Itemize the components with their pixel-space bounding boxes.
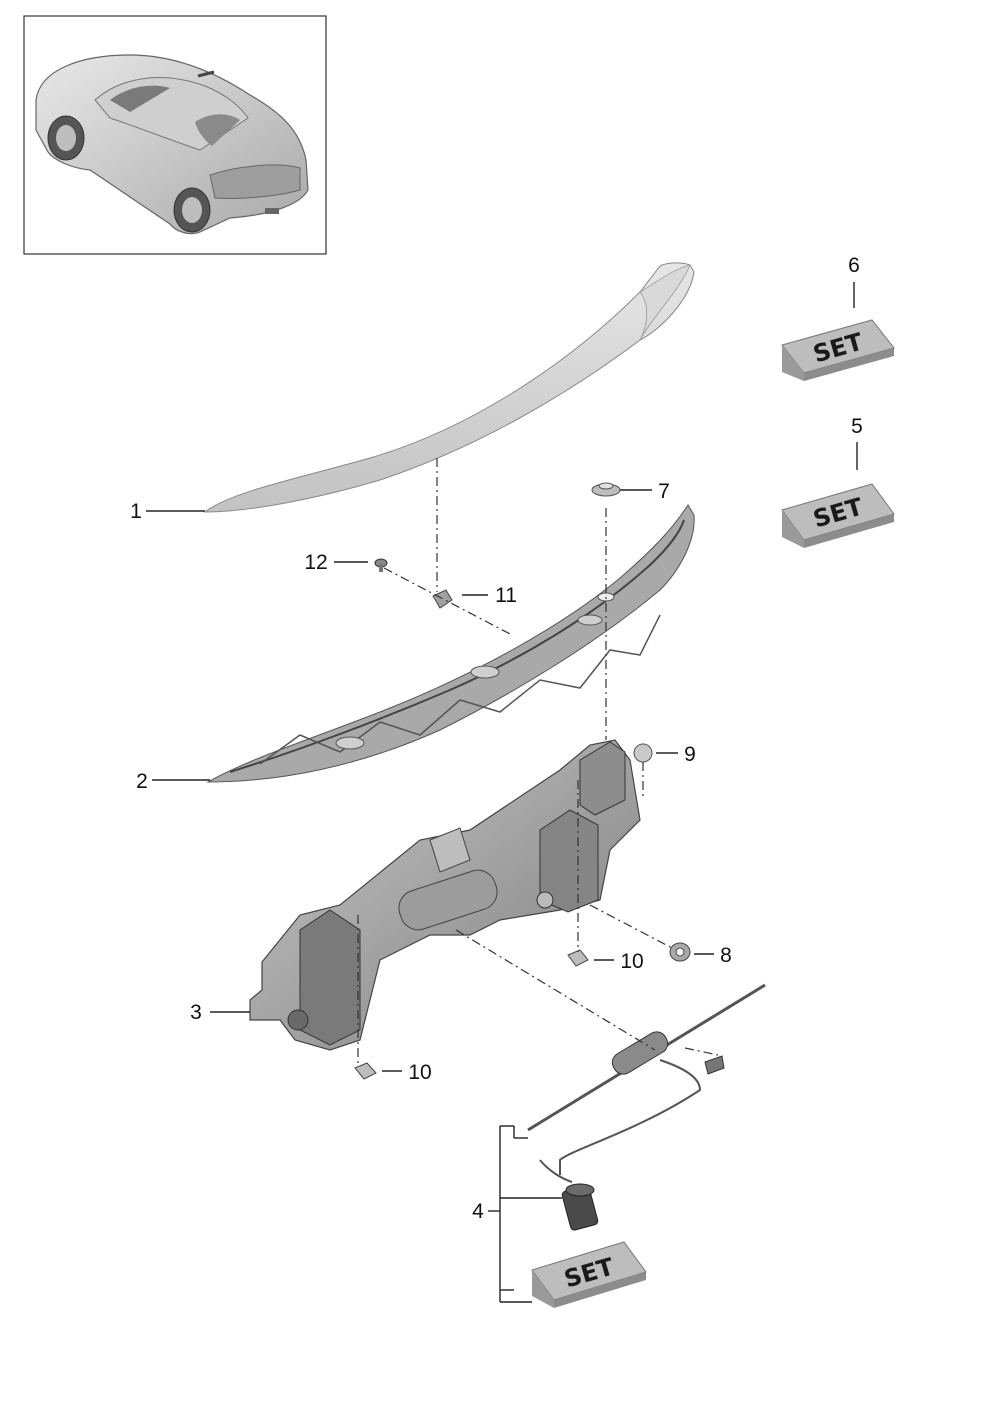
callout-11: 11 <box>495 584 517 607</box>
callout-7: 7 <box>658 480 670 503</box>
part-9-grommet <box>633 743 653 763</box>
callout-labels: 1 2 3 4 5 6 7 8 9 10 10 11 12 <box>130 254 863 1223</box>
callout-10-upper: 10 <box>620 950 643 973</box>
callout-9: 9 <box>684 743 696 766</box>
part-7-nut <box>591 482 621 497</box>
part-10-clip-lower <box>354 1062 377 1080</box>
part-4-drive-set <box>527 983 766 1231</box>
callout-10-lower: 10 <box>408 1061 431 1084</box>
part-3-lift-mechanism <box>249 739 641 1051</box>
callout-8: 8 <box>720 944 732 967</box>
part-8-clip <box>669 942 691 962</box>
callout-4: 4 <box>472 1200 484 1223</box>
part-12-screw <box>374 558 388 572</box>
part-2-carrier <box>206 504 695 783</box>
part-11-clip <box>432 589 453 609</box>
callout-3: 3 <box>190 1001 202 1024</box>
set-box-5: SET <box>781 483 895 548</box>
part-1-spoiler <box>203 262 695 513</box>
part-10-clip-upper <box>567 949 589 967</box>
car-illustration <box>35 54 309 235</box>
callout-6: 6 <box>848 254 860 277</box>
callout-2: 2 <box>136 770 148 793</box>
assembly-lines <box>357 458 719 1066</box>
leader-lines <box>146 282 858 1303</box>
vehicle-thumbnail <box>23 15 327 255</box>
set-box-6: SET <box>781 319 895 381</box>
callout-12: 12 <box>304 551 327 574</box>
set-box-4: SET <box>531 1241 647 1308</box>
callout-5: 5 <box>851 415 863 438</box>
callout-1: 1 <box>130 500 142 523</box>
